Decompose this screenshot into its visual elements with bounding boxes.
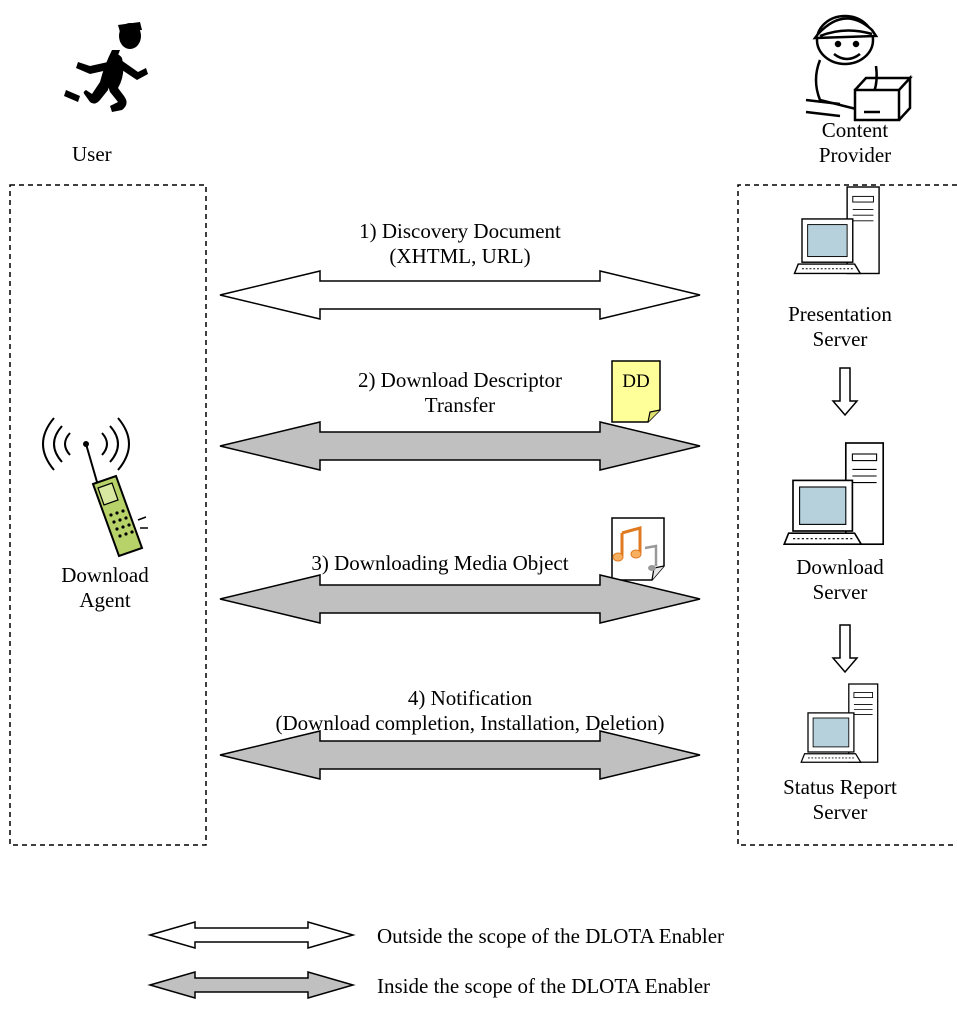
media-object-icon — [611, 517, 665, 581]
flow-4-line1: 4) Notification — [407, 686, 533, 710]
presentation-server-line2: Server — [812, 327, 868, 351]
mobile-phone-icon — [42, 417, 148, 558]
flow-2-line1: 2) Download Descriptor — [357, 368, 563, 392]
download-server-line1: Download — [796, 555, 884, 579]
presentation-server-label: Presentation Server — [770, 302, 910, 352]
flow-1-line2: (XHTML, URL) — [389, 244, 531, 268]
status-report-server-line1: Status Report — [783, 775, 897, 799]
presentation-server-line1: Presentation — [788, 302, 892, 326]
flow-3-label: 3) Downloading Media Object — [311, 551, 569, 575]
flow-1-arrow — [219, 270, 701, 320]
user-label: User — [72, 142, 112, 166]
server-flow-down-arrow-1 — [831, 367, 859, 417]
flow-2-line2: Transfer — [424, 393, 496, 417]
download-agent-label: Download Agent — [40, 563, 170, 613]
content-provider-line2: Provider — [818, 143, 892, 167]
legend-inside-label: Inside the scope of the DLOTA Enabler — [377, 974, 711, 998]
flow-4-line2: (Download completion, Installation, Dele… — [275, 711, 665, 735]
flow-2-arrow — [219, 421, 701, 471]
status-report-server-label: Status Report Server — [760, 775, 920, 825]
server-flow-down-arrow-2 — [831, 624, 859, 674]
flow-3-arrow — [219, 574, 701, 624]
dd-badge: DD — [622, 371, 650, 392]
flow-1-label: 1) Discovery Document (XHTML, URL) — [260, 219, 660, 269]
flow-4-label: 4) Notification (Download completion, In… — [200, 686, 740, 736]
content-provider-line1: Content — [821, 118, 889, 142]
download-server-label: Download Server — [770, 555, 910, 605]
legend-inside-arrow — [147, 971, 356, 999]
download-server-line2: Server — [812, 580, 868, 604]
provider-boundary-box — [737, 184, 957, 846]
legend-outside-arrow — [147, 921, 356, 949]
presentation-server-computer-icon — [793, 186, 880, 275]
flow-1-line1: 1) Discovery Document — [359, 219, 561, 243]
status-report-server-line2: Server — [812, 800, 868, 824]
download-agent-line1: Download — [61, 563, 149, 587]
runner-icon — [64, 22, 148, 112]
shopkeeper-icon — [805, 14, 913, 122]
download-agent-line2: Agent — [79, 588, 131, 612]
status-report-server-computer-icon — [800, 683, 879, 763]
content-provider-label: Content Provider — [800, 118, 910, 168]
legend-outside-label: Outside the scope of the DLOTA Enabler — [377, 924, 725, 948]
user-boundary-box — [9, 184, 207, 846]
flow-2-label: 2) Download Descriptor Transfer — [260, 368, 660, 418]
download-descriptor-note-icon — [611, 360, 661, 423]
flow-4-arrow — [219, 730, 701, 780]
download-server-computer-icon — [782, 442, 885, 546]
